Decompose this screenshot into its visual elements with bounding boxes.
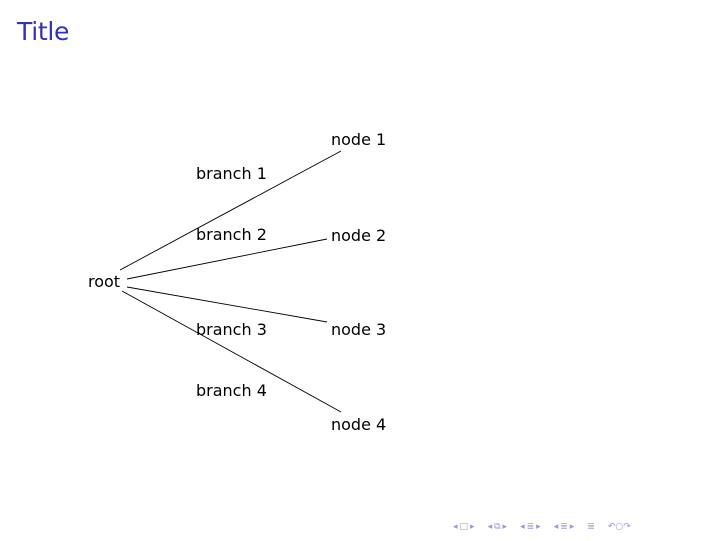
branch-3-label: branch 3: [196, 320, 267, 339]
node-2-label: node 2: [331, 226, 386, 245]
nav-section-forward-icon[interactable]: ▸: [536, 522, 541, 532]
frame-title: Title: [17, 17, 70, 46]
nav-section-icon[interactable]: ≣: [526, 522, 535, 532]
subsection-navigation: ◂ ⧉ ▸: [487, 521, 509, 533]
nav-frame-forward-icon[interactable]: ▸: [470, 522, 475, 532]
nav-frame-icon[interactable]: □: [459, 522, 469, 532]
frame-navigation: ◂ □ ▸: [452, 521, 476, 533]
branch-4-label: branch 4: [196, 381, 267, 400]
branch-2-label: branch 2: [196, 225, 267, 244]
search-navigation: ↶○↷: [607, 521, 632, 533]
node-3-label: node 3: [331, 320, 386, 339]
node-1-label: node 1: [331, 130, 386, 149]
nav-appendix-icon[interactable]: ≣: [560, 522, 568, 532]
document-navigation: ≣: [586, 521, 596, 533]
edge-root-node-1: [119, 150, 342, 271]
branch-1-label: branch 1: [196, 164, 267, 183]
beamer-navigation-bar: ◂ □ ▸ ◂ ⧉ ▸ ◂ ≣ ▸ ◂ ≣ ▸ ≣ ↶○↷: [452, 520, 643, 534]
edge-root-node-3: [126, 286, 328, 323]
nav-section-back-icon[interactable]: ◂: [520, 522, 525, 532]
appendix-navigation: ◂ ≣ ▸: [553, 521, 576, 533]
nav-appendix-back-icon[interactable]: ◂: [553, 522, 559, 532]
nav-subsection-back-icon[interactable]: ◂: [487, 522, 493, 532]
tree-labels: root node 1 node 2 node 3 node 4 branch …: [88, 130, 386, 434]
nav-appendix-forward-icon[interactable]: ▸: [569, 522, 575, 532]
edge-root-node-4: [121, 290, 342, 413]
nav-document-icon[interactable]: ≣: [587, 522, 595, 532]
edge-root-node-2: [126, 238, 328, 280]
nav-subsection-forward-icon[interactable]: ▸: [502, 522, 508, 532]
root-node-label: root: [88, 272, 120, 291]
nav-frame-back-icon[interactable]: ◂: [453, 522, 458, 532]
tree-edges: [119, 150, 342, 413]
node-4-label: node 4: [331, 415, 386, 434]
section-navigation: ◂ ≣ ▸: [519, 521, 542, 533]
nav-subsection-icon[interactable]: ⧉: [494, 522, 501, 532]
nav-search-icon[interactable]: ↶○↷: [607, 522, 631, 532]
